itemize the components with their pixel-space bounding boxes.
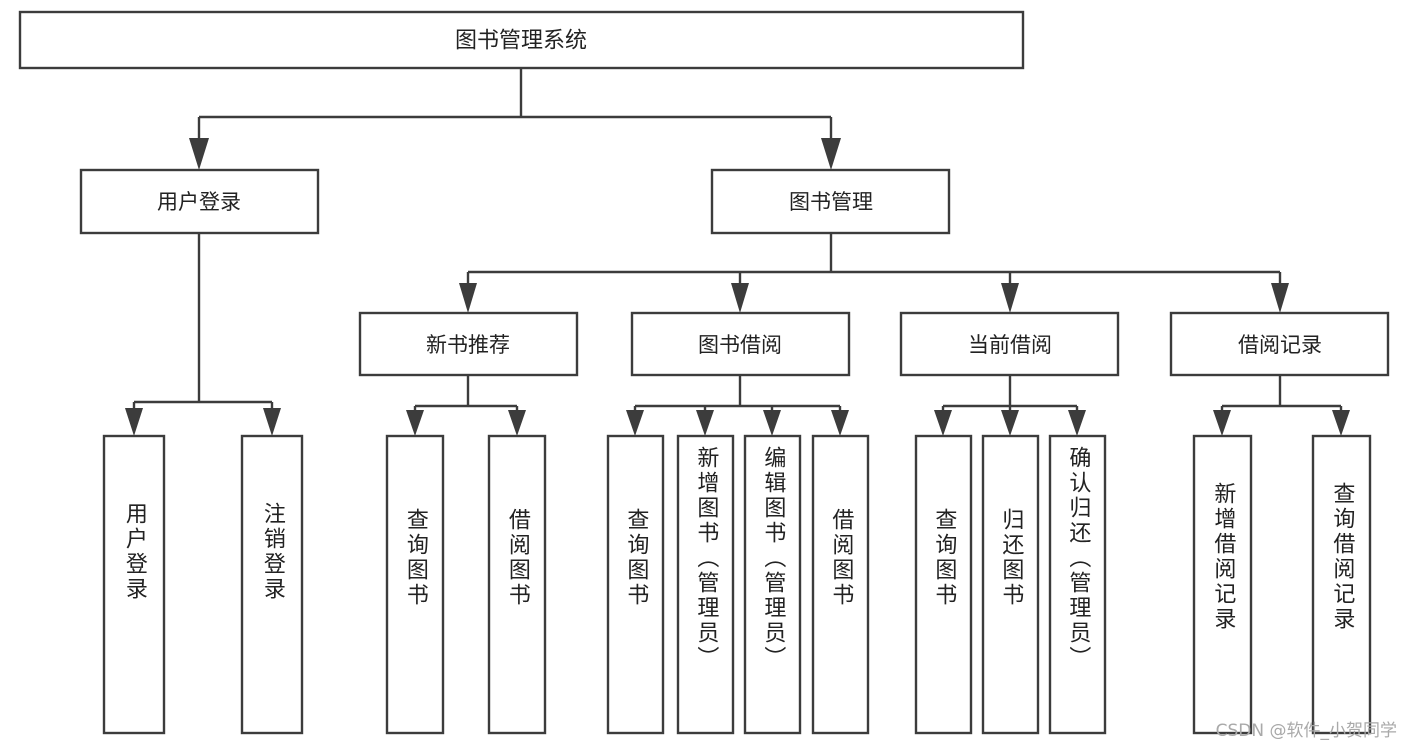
connector-group-user-login <box>125 233 281 436</box>
node-book-manage-label: 图书管理 <box>789 190 873 214</box>
node-book-borrow-box[interactable] <box>630 311 851 377</box>
node-borrow-record[interactable]: 借阅记录 <box>1169 311 1390 377</box>
arrowhead-leaf-query-book-3 <box>934 410 952 436</box>
leaf-box-query-book-3[interactable] <box>914 434 973 735</box>
connector-group-borrow-record <box>1213 375 1350 436</box>
node-book-borrow[interactable]: 图书借阅 <box>630 311 851 377</box>
node-borrow-record-label: 借阅记录 <box>1238 333 1322 357</box>
arrowhead-borrow-record <box>1271 283 1289 313</box>
node-root-box[interactable] <box>18 10 1025 70</box>
node-current-borrow-box[interactable] <box>899 311 1120 377</box>
connector-group-current-borrow <box>934 375 1086 436</box>
leaf-box-edit-book[interactable] <box>743 434 802 735</box>
arrowhead-leaf-confirm-return <box>1068 410 1086 436</box>
arrowhead-leaf-return-book <box>1001 410 1019 436</box>
leaf-box-borrow-book-1[interactable] <box>487 434 547 735</box>
node-book-manage[interactable]: 图书管理 <box>710 168 951 235</box>
connector-group-root <box>189 68 841 170</box>
arrowhead-leaf-add-record <box>1213 410 1231 436</box>
leaf-box-query-book-1[interactable] <box>385 434 445 735</box>
arrowhead-leaf-query-book-2 <box>626 410 644 436</box>
connector-group-book-manage <box>459 233 1289 313</box>
node-user-login-box[interactable] <box>79 168 320 235</box>
node-borrow-record-box[interactable] <box>1169 311 1390 377</box>
connector-group-book-borrow <box>626 375 849 436</box>
arrowhead-leaf-logout <box>263 408 281 436</box>
arrowhead-leaf-query-record <box>1332 410 1350 436</box>
arrowhead-leaf-borrow-book-1 <box>508 410 526 436</box>
arrowhead-leaf-add-book <box>696 410 714 436</box>
leaf-box-borrow-book-2[interactable] <box>811 434 870 735</box>
arrowhead-leaf-edit-book <box>763 410 781 436</box>
arrowhead-new-book-recommend <box>459 283 477 313</box>
arrowhead-leaf-user-login <box>125 408 143 436</box>
arrowhead-book-manage <box>821 138 841 170</box>
arrowhead-book-borrow <box>731 283 749 313</box>
arrowhead-leaf-borrow-book-2 <box>831 410 849 436</box>
arrowhead-leaf-query-book-1 <box>406 410 424 436</box>
node-current-borrow[interactable]: 当前借阅 <box>899 311 1120 377</box>
node-new-book-recommend-label: 新书推荐 <box>426 333 510 357</box>
node-new-book-recommend[interactable]: 新书推荐 <box>358 311 579 377</box>
leaf-box-user-login[interactable] <box>102 434 166 735</box>
leaf-box-logout[interactable] <box>240 434 304 735</box>
leaf-box-query-record[interactable] <box>1311 434 1372 735</box>
node-current-borrow-label: 当前借阅 <box>968 333 1052 357</box>
arrowhead-user-login <box>189 138 209 170</box>
leaf-box-confirm-return[interactable] <box>1048 434 1107 735</box>
node-root-label: 图书管理系统 <box>455 29 587 54</box>
leaf-box-query-book-2[interactable] <box>606 434 665 735</box>
node-user-login-label: 用户登录 <box>157 190 241 214</box>
node-user-login[interactable]: 用户登录 <box>79 168 320 235</box>
node-book-manage-box[interactable] <box>710 168 951 235</box>
leaf-boxes <box>102 434 1372 735</box>
leaf-box-add-book[interactable] <box>676 434 735 735</box>
leaf-box-add-record[interactable] <box>1192 434 1253 735</box>
node-new-book-recommend-box[interactable] <box>358 311 579 377</box>
arrowhead-current-borrow <box>1001 283 1019 313</box>
connector-group-new-book-recommend <box>406 375 526 436</box>
leaf-box-return-book[interactable] <box>981 434 1040 735</box>
node-book-borrow-label: 图书借阅 <box>698 333 782 357</box>
node-root[interactable]: 图书管理系统 <box>18 10 1025 70</box>
